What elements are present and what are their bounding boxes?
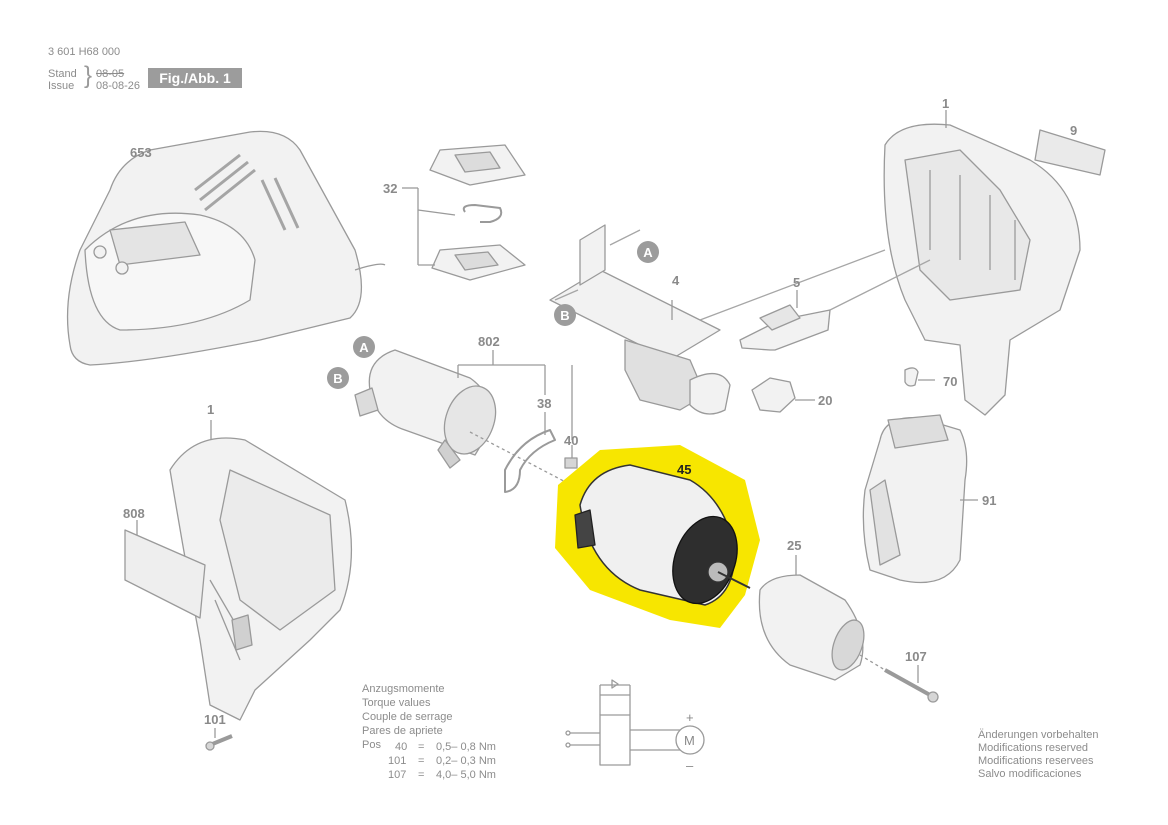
svg-text:B: B	[333, 371, 342, 386]
callout-4: 4	[672, 273, 680, 288]
cap-part[interactable]	[751, 377, 815, 413]
svg-text:B: B	[560, 308, 569, 323]
torque-row-eq: =	[418, 755, 425, 767]
marker-a-icon: A	[637, 241, 659, 263]
modifications-en: Modifications reserved	[978, 742, 1089, 754]
torque-title-en: Torque values	[362, 697, 431, 709]
circuit-plus: +	[686, 710, 694, 725]
switch-part[interactable]	[549, 224, 731, 415]
torque-row-pos: 101	[388, 755, 407, 767]
issue-date: 08-08-26	[96, 80, 141, 92]
brace-icon: }	[84, 62, 93, 89]
callout-45: 45	[677, 462, 691, 477]
callout-40: 40	[564, 433, 578, 448]
callout-32: 32	[383, 181, 397, 196]
screw-107-part[interactable]	[859, 654, 939, 703]
marker-b-icon: B	[554, 304, 576, 326]
screw-101-part[interactable]	[205, 728, 233, 751]
callout-653: 653	[130, 145, 152, 160]
label-part[interactable]	[1034, 129, 1106, 176]
callout-808: 808	[123, 506, 145, 521]
marker-b-icon: B	[327, 367, 349, 389]
direction-slide-part[interactable]	[739, 290, 831, 351]
circuit-minus: –	[686, 758, 694, 773]
torque-pos-label: Pos	[362, 739, 381, 751]
battery-pack-part[interactable]	[862, 414, 978, 584]
torque-row-eq: =	[418, 769, 425, 781]
callout-25: 25	[787, 538, 801, 553]
modifications-de: Änderungen vorbehalten	[978, 729, 1099, 741]
modifications-es: Salvo modificaciones	[978, 768, 1082, 780]
torque-row-value: 4,0– 5,0 Nm	[436, 769, 496, 781]
callout-5: 5	[793, 275, 800, 290]
motor-part[interactable]	[354, 349, 573, 469]
callout-107: 107	[905, 649, 927, 664]
figure-badge: Fig./Abb. 1	[148, 68, 242, 88]
torque-title-fr: Couple de serrage	[362, 711, 453, 723]
battery-contact-part[interactable]	[402, 144, 526, 281]
callout-38: 38	[537, 396, 551, 411]
svg-text:A: A	[643, 245, 653, 260]
circuit-diagram	[565, 679, 705, 766]
callout-70: 70	[943, 374, 957, 389]
stand-date: 08-05	[96, 68, 125, 80]
modifications-fr: Modifications reservees	[978, 755, 1094, 767]
torque-row-value: 0,2– 0,3 Nm	[436, 755, 496, 767]
document-number: 3 601 H68 000	[48, 46, 121, 58]
charger-part[interactable]	[66, 130, 386, 366]
torque-row-pos: 107	[388, 769, 407, 781]
torque-title-de: Anzugsmomente	[362, 683, 445, 695]
housing-half-right-part[interactable]	[883, 110, 1081, 416]
callout-1-left: 1	[207, 402, 214, 417]
torque-row-pos: 40	[395, 741, 408, 753]
circuit-motor: M	[684, 733, 695, 748]
torque-row-value: 0,5– 0,8 Nm	[436, 741, 496, 753]
housing-half-left-part[interactable]	[169, 420, 353, 721]
callout-1-top: 1	[942, 96, 949, 111]
label-808-part[interactable]	[124, 520, 206, 619]
chuck-part[interactable]	[758, 555, 870, 681]
torque-row-eq: =	[418, 741, 425, 753]
stand-label: Stand	[48, 68, 77, 80]
callout-802: 802	[478, 334, 500, 349]
marker-a-icon: A	[353, 336, 375, 358]
callout-101: 101	[204, 712, 226, 727]
torque-title-es: Pares de apriete	[362, 725, 443, 737]
issue-label: Issue	[48, 80, 75, 92]
callout-91: 91	[982, 493, 996, 508]
gearbox-part-highlighted[interactable]	[555, 445, 760, 628]
callout-9: 9	[1070, 123, 1077, 138]
callout-20: 20	[818, 393, 832, 408]
svg-text:A: A	[359, 340, 369, 355]
